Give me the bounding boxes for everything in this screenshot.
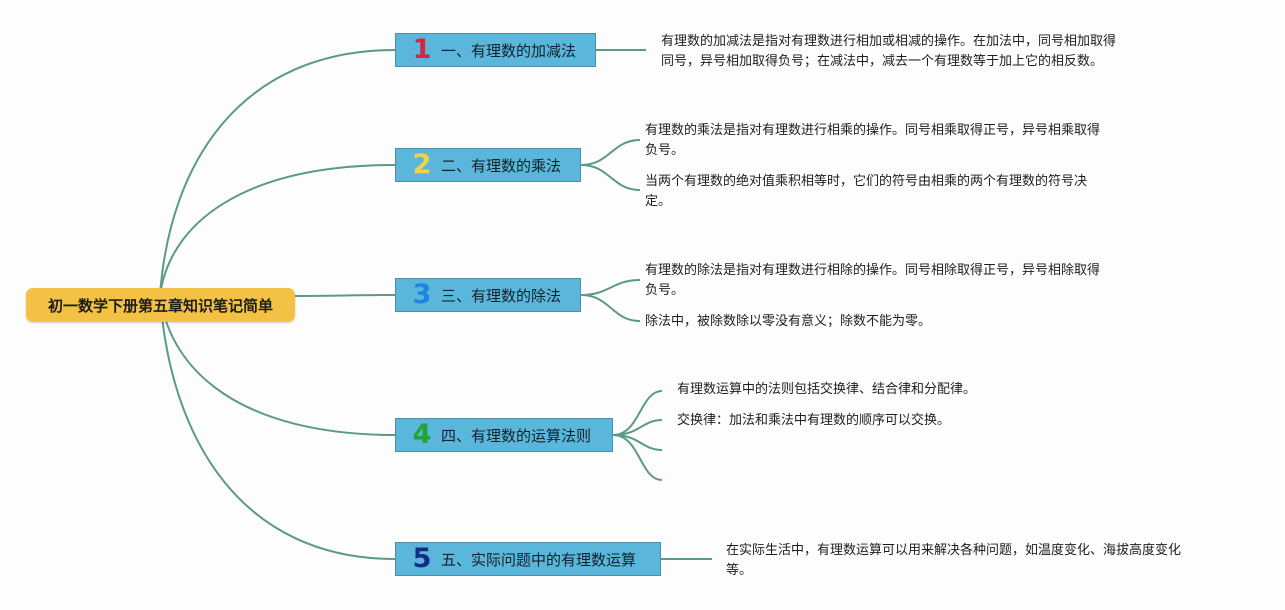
- note-link-4-4: [612, 434, 663, 481]
- note-3-2-line-1: 除法中，被除数除以零没有意义；除数不能为零。: [645, 314, 932, 329]
- note-link-2-2: [580, 164, 641, 191]
- note-link-2-1: [580, 139, 641, 166]
- note-1-1-line-1: 有理数的加减法是指对有理数进行相加或相减的操作。在加法中，同号相加取得: [661, 34, 1117, 49]
- root-link-1: [159, 49, 396, 296]
- note-2-2[interactable]: 当两个有理数的绝对值乘积相等时，它们的符号由相乘的两个有理数的符号决 定。: [645, 172, 1087, 212]
- branch-5-label: 五、实际问题中的有理数运算: [441, 550, 637, 569]
- note-5-1-line-1: 在实际生活中，有理数运算可以用来解决各种问题，如温度变化、海拔高度变化: [726, 543, 1182, 558]
- branch-3-label: 三、有理数的除法: [441, 286, 562, 305]
- root-topic[interactable]: 初一数学下册第五章知识笔记简单: [26, 288, 295, 322]
- note-3-1[interactable]: 有理数的除法是指对有理数进行相除的操作。同号相除取得正号，异号相除取得 负号。: [645, 261, 1100, 301]
- note-2-1-line-2: 负号。: [645, 143, 685, 158]
- note-4-2-line-1: 交换律：加法和乘法中有理数的顺序可以交换。: [677, 413, 951, 428]
- branch-topic-4[interactable]: 4 四、有理数的运算法则: [395, 418, 613, 452]
- note-4-3[interactable]: [677, 440, 717, 458]
- note-5-1-line-2: 等。: [726, 563, 753, 578]
- branch-topic-1[interactable]: 1 一、有理数的加减法: [395, 33, 596, 67]
- number-3-icon: 3: [412, 279, 432, 310]
- number-4-icon: 4: [412, 419, 432, 450]
- note-2-1[interactable]: 有理数的乘法是指对有理数进行相乘的操作。同号相乘取得正号，异号相乘取得 负号。: [645, 121, 1100, 161]
- root-link-2: [159, 164, 396, 296]
- root-link-3: [294, 294, 396, 297]
- note-1-1[interactable]: 有理数的加减法是指对有理数进行相加或相减的操作。在加法中，同号相加取得 同号，异…: [661, 32, 1116, 72]
- note-2-2-line-1: 当两个有理数的绝对值乘积相等时，它们的符号由相乘的两个有理数的符号决: [645, 174, 1088, 189]
- note-link-3-2: [580, 294, 641, 322]
- number-1-icon: 1: [412, 34, 432, 65]
- note-3-1-line-2: 负号。: [645, 283, 685, 298]
- note-1-1-line-2: 同号，异号相加取得负号；在减法中，减去一个有理数等于加上它的相反数。: [661, 54, 1104, 69]
- branch-topic-5[interactable]: 5 五、实际问题中的有理数运算: [395, 542, 661, 576]
- note-3-1-line-1: 有理数的除法是指对有理数进行相除的操作。同号相除取得正号，异号相除取得: [645, 263, 1101, 278]
- branch-topic-2[interactable]: 2 二、有理数的乘法: [395, 148, 581, 182]
- branch-1-label: 一、有理数的加减法: [441, 41, 577, 60]
- note-2-2-line-2: 定。: [645, 194, 672, 209]
- number-2-icon: 2: [412, 149, 432, 180]
- note-3-2[interactable]: 除法中，被除数除以零没有意义；除数不能为零。: [645, 312, 931, 332]
- root-link-4: [159, 294, 396, 436]
- note-4-1[interactable]: 有理数运算中的法则包括交换律、结合律和分配律。: [677, 380, 976, 400]
- branch-2-label: 二、有理数的乘法: [441, 156, 562, 175]
- branch-topic-3[interactable]: 3 三、有理数的除法: [395, 278, 581, 312]
- note-4-4[interactable]: [677, 470, 717, 488]
- note-4-1-line-1: 有理数运算中的法则包括交换律、结合律和分配律。: [677, 382, 977, 397]
- root-link-5: [159, 294, 396, 560]
- number-5-icon: 5: [412, 543, 432, 574]
- note-4-2[interactable]: 交换律：加法和乘法中有理数的顺序可以交换。: [677, 411, 950, 431]
- note-link-3-1: [580, 279, 641, 296]
- root-topic-label: 初一数学下册第五章知识笔记简单: [47, 296, 273, 315]
- branch-4-label: 四、有理数的运算法则: [441, 426, 592, 445]
- note-5-1[interactable]: 在实际生活中，有理数运算可以用来解决各种问题，如温度变化、海拔高度变化 等。: [726, 541, 1181, 581]
- note-2-1-line-1: 有理数的乘法是指对有理数进行相乘的操作。同号相乘取得正号，异号相乘取得: [645, 123, 1101, 138]
